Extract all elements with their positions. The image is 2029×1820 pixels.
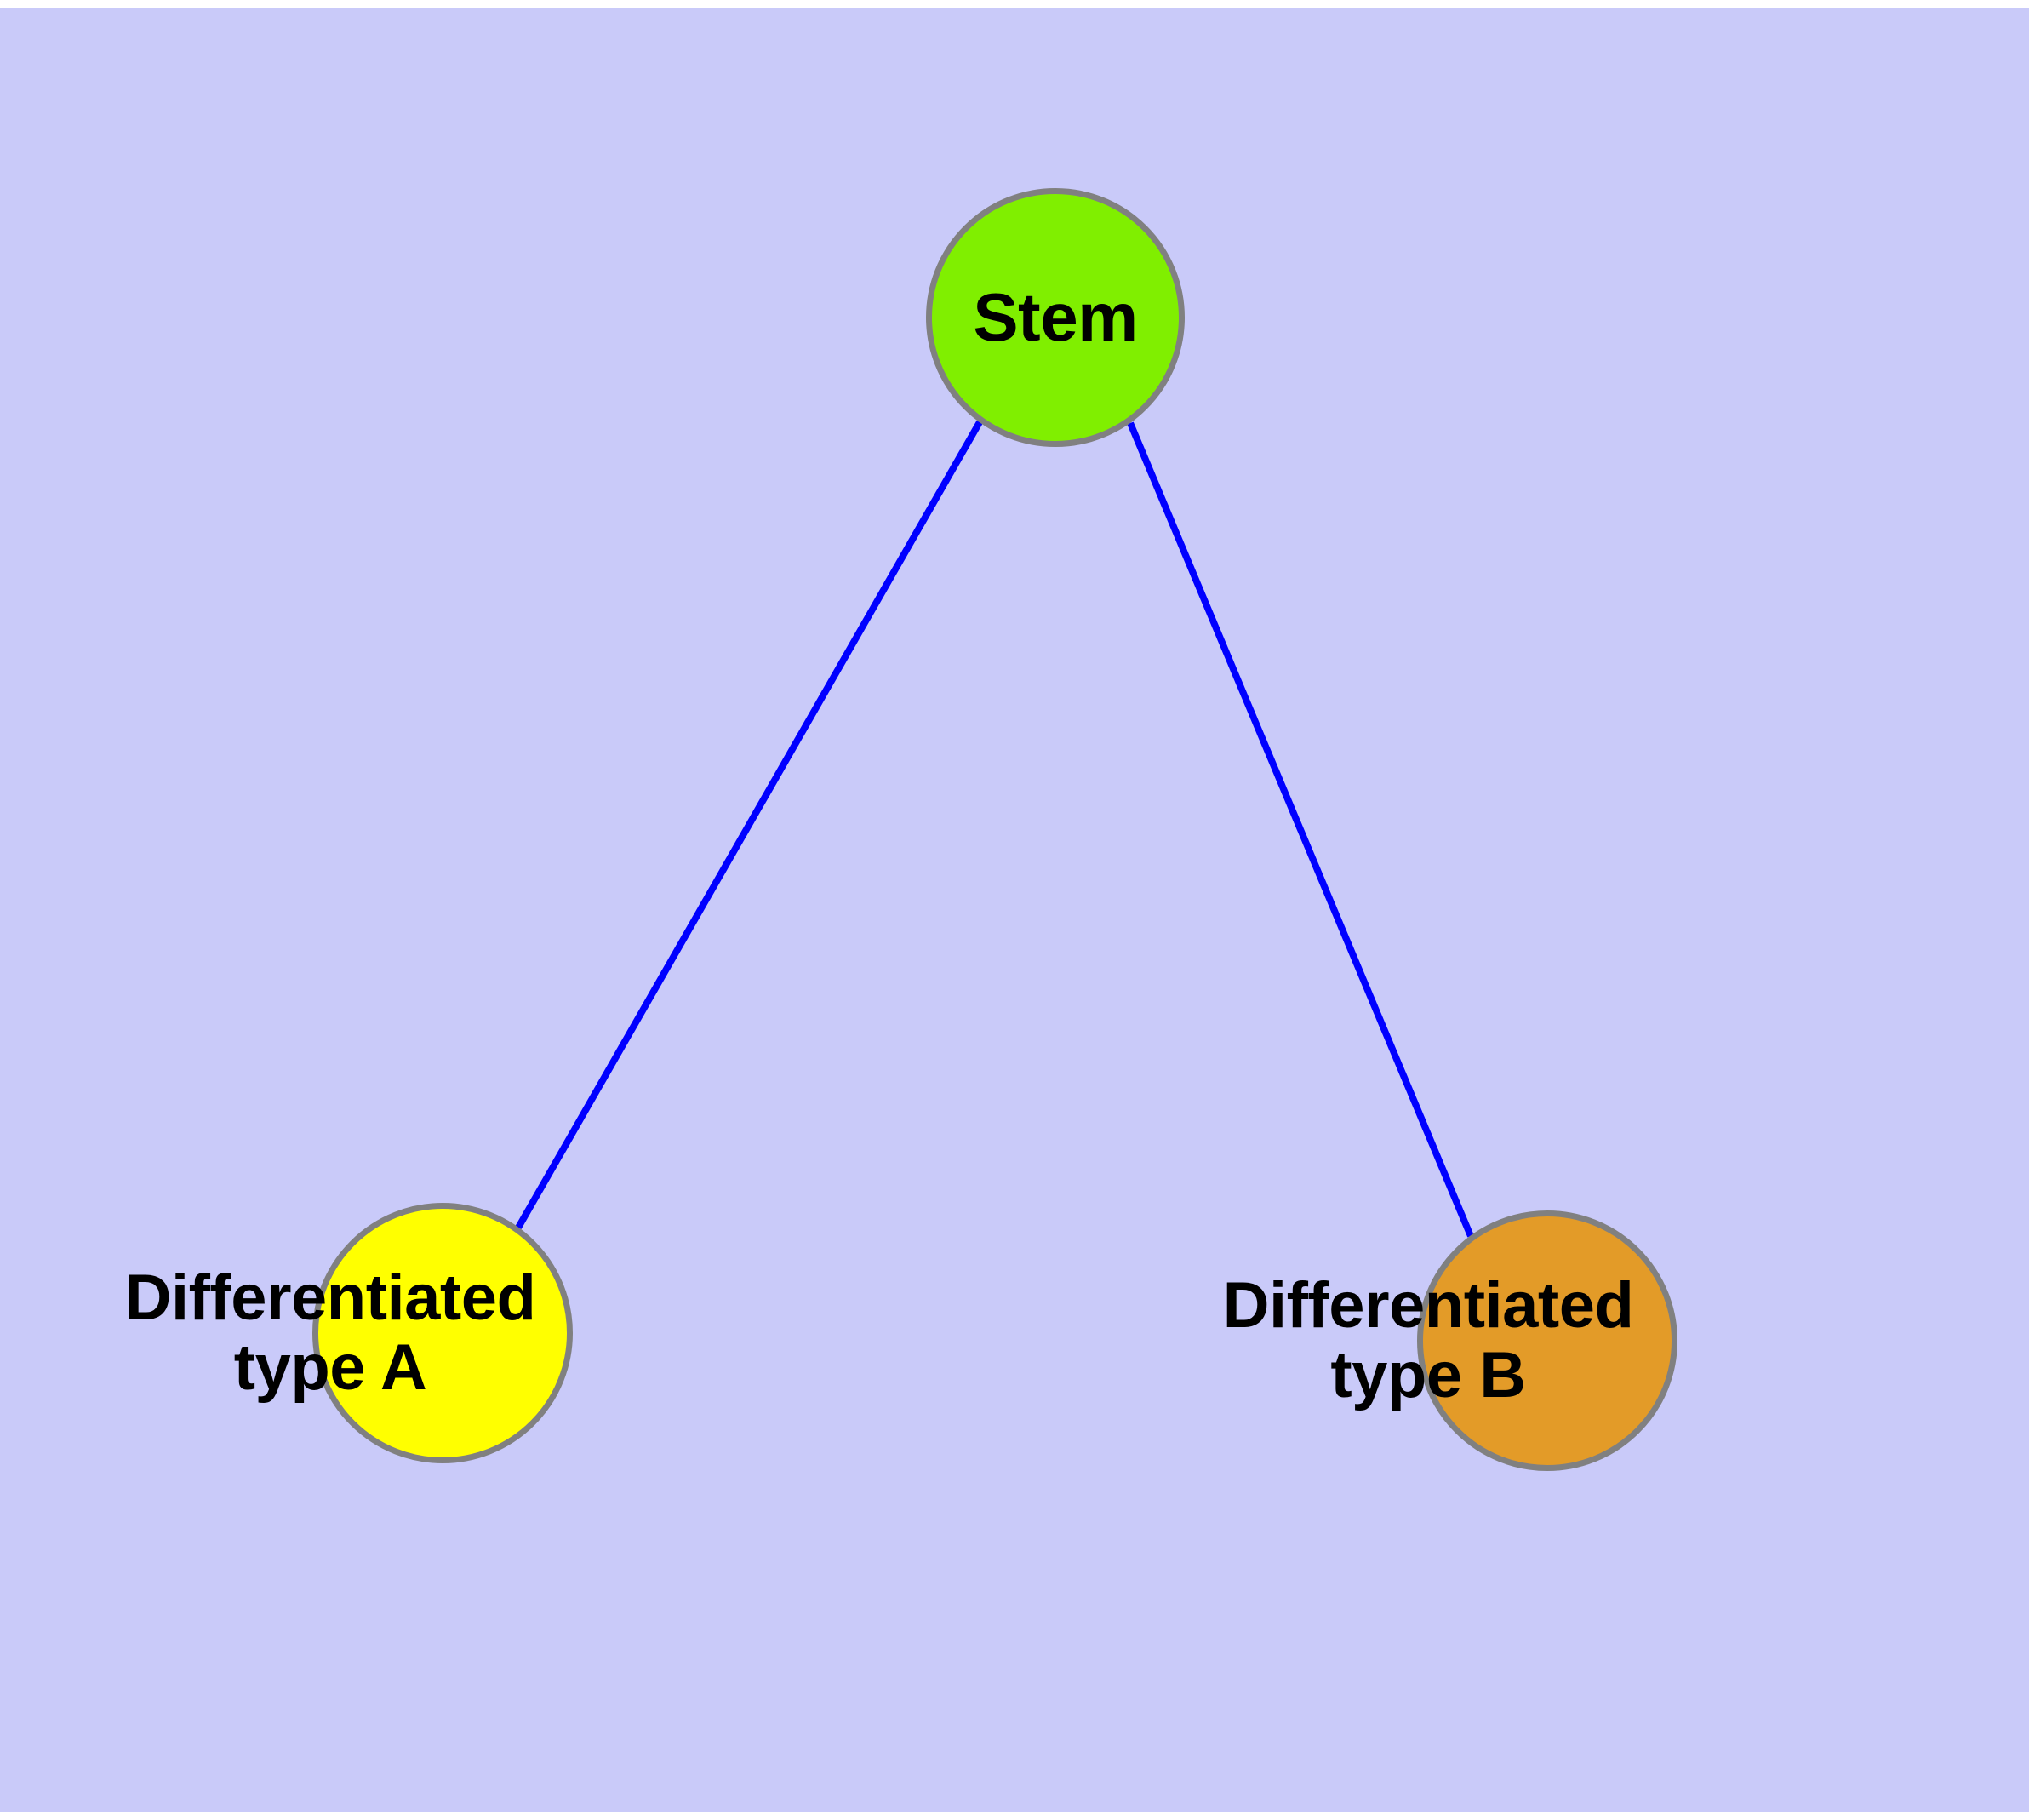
node-diff-b[interactable] bbox=[1417, 1210, 1677, 1471]
node-diff-a[interactable] bbox=[312, 1203, 573, 1463]
node-stem[interactable] bbox=[926, 188, 1185, 447]
edge-group bbox=[515, 421, 1474, 1238]
edge-stem-to-diff-a[interactable] bbox=[515, 421, 983, 1229]
edge-stem-to-diff-b[interactable] bbox=[1127, 421, 1474, 1238]
node-group bbox=[312, 188, 1677, 1471]
